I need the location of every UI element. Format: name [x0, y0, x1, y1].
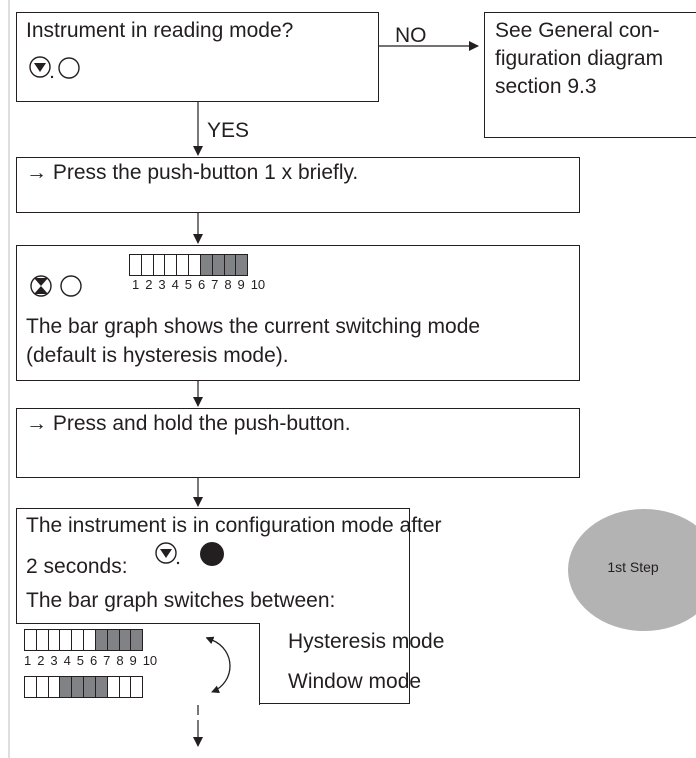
general-config-box: See General con- figuration diagram sect… — [484, 12, 696, 138]
bar-number: 9 — [129, 653, 137, 668]
step5-box: The instrument is in configuration mode … — [16, 508, 444, 705]
led-on-icon — [200, 542, 224, 566]
led-off-icon — [60, 275, 82, 297]
bargraph-numbers: 1 2 3 4 5 6 7 8 9 10 — [132, 277, 266, 292]
bar-number: 10 — [142, 653, 158, 668]
bar-number: 2 — [145, 277, 153, 292]
step-badge: 1st Step — [568, 509, 696, 631]
step4-text: → Press and hold the push-button. — [26, 412, 351, 435]
bar-number: 4 — [171, 277, 179, 292]
step4-box: → Press and hold the push-button. — [16, 408, 580, 478]
general-config-line3: section 9.3 — [495, 75, 597, 98]
bar-number: 1 — [24, 653, 32, 668]
general-config-line1: See General con- — [495, 19, 660, 42]
bargraph-window — [24, 676, 144, 698]
bar-number: 2 — [37, 653, 45, 668]
bar-number: 10 — [250, 277, 266, 292]
step3-line1: The bar graph shows the current switchin… — [26, 315, 481, 338]
step1-box: Instrument in reading mode? — [16, 12, 379, 102]
step5-line1: The instrument is in configuration mode … — [26, 514, 442, 537]
mode-window-label: Window mode — [288, 670, 422, 693]
mode-toggle-box: 1 2 3 4 5 6 7 8 9 10 — [16, 623, 444, 705]
bar-segment — [130, 629, 144, 651]
bar-number: 5 — [184, 277, 192, 292]
bar-segment — [235, 254, 249, 276]
step3-box: 1 2 3 4 5 6 7 8 9 10 The bar graph shows… — [16, 245, 580, 381]
bar-number: 7 — [211, 277, 219, 292]
led-off-icon — [58, 57, 80, 79]
bar-number: 7 — [103, 653, 111, 668]
general-config-line2: figuration diagram — [495, 47, 664, 70]
bar-number: 6 — [197, 277, 206, 292]
bar-number: 3 — [50, 653, 58, 668]
step2-box: → Press the push-button 1 x briefly. — [16, 157, 580, 213]
bar-number: 9 — [237, 277, 245, 292]
led-blink-icon — [30, 275, 52, 297]
bar-number: 4 — [63, 653, 71, 668]
step2-text: → Press the push-button 1 x briefly. — [26, 161, 359, 184]
bar-number: 6 — [89, 653, 98, 668]
step3-line2: (default is hysteresis mode). — [26, 344, 289, 367]
bargraph-hysteresis — [129, 254, 249, 276]
led-half-icon — [155, 542, 180, 565]
no-label: NO — [395, 24, 427, 47]
bar-number: 5 — [76, 653, 84, 668]
bar-number: 1 — [132, 277, 140, 292]
bargraph-numbers: 1 2 3 4 5 6 7 8 9 10 — [24, 653, 158, 668]
yes-label: YES — [207, 119, 250, 142]
step1-text: Instrument in reading mode? — [26, 19, 294, 42]
bar-number: 8 — [224, 277, 232, 292]
step5-line3: The bar graph switches between: — [26, 589, 336, 612]
bar-number: 3 — [158, 277, 166, 292]
mode-hysteresis-label: Hysteresis mode — [288, 630, 445, 653]
bar-number: 8 — [116, 653, 124, 668]
step-badge-label: 1st Step — [607, 559, 659, 575]
step5-line2: 2 seconds: — [26, 555, 128, 578]
toggle-arrow-icon — [206, 636, 231, 693]
led-half-icon — [29, 56, 54, 79]
bargraph-hysteresis — [24, 629, 144, 651]
bar-segment — [130, 676, 144, 698]
